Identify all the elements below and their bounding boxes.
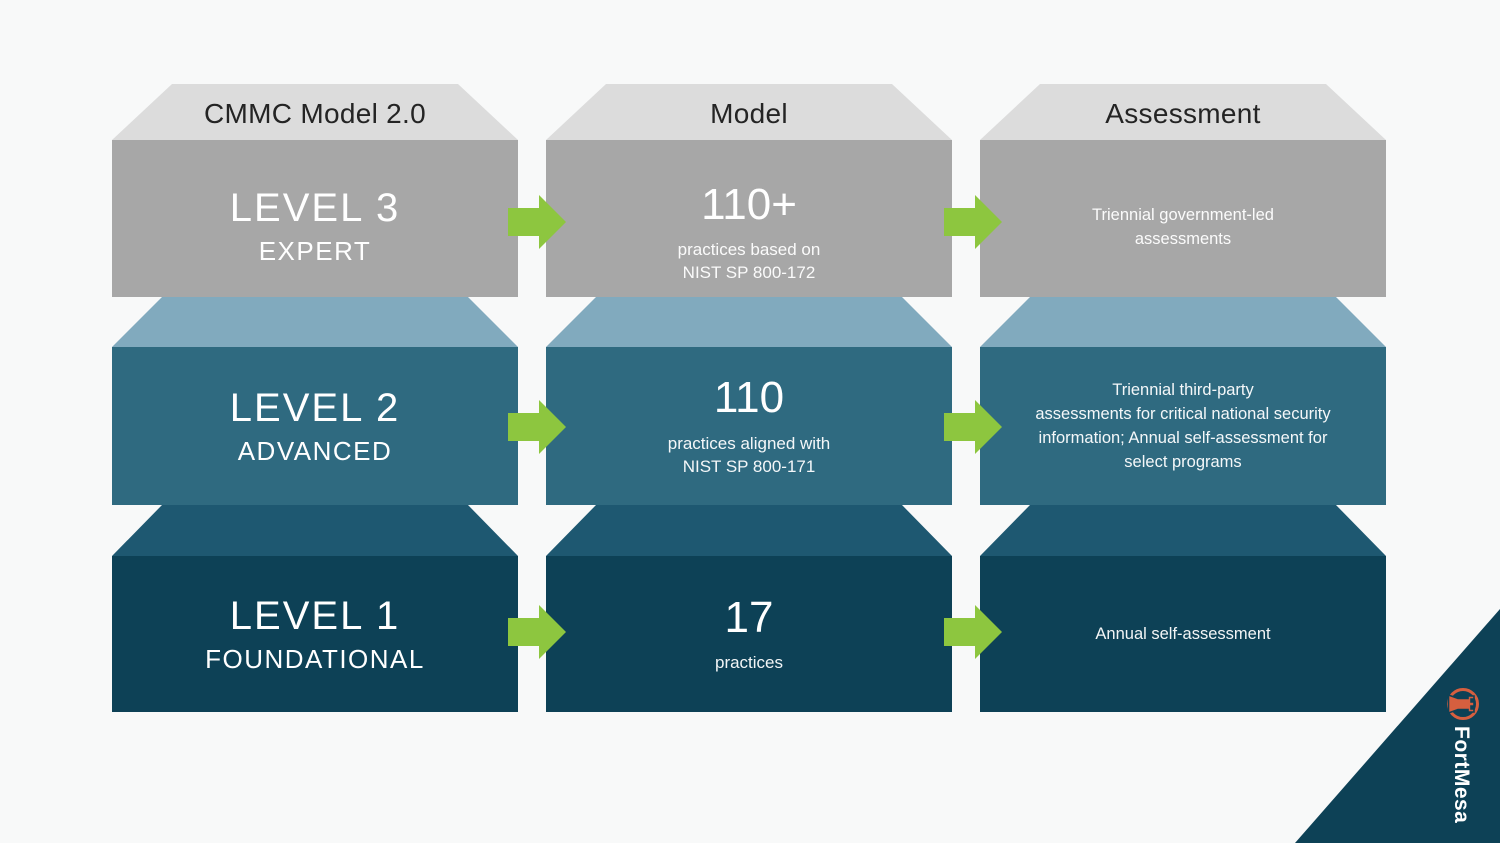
level2-name: LEVEL 2	[229, 386, 401, 430]
level3-practices-desc: practices based on NIST SP 800-172	[677, 240, 821, 283]
level3-practices-count: 110+	[701, 179, 797, 229]
level2-practices-count: 110	[713, 373, 785, 423]
level1-tier: FOUNDATIONAL	[205, 644, 425, 674]
level3-name: LEVEL 3	[229, 185, 401, 230]
level1-box-top	[112, 505, 518, 556]
arrow-right-icon	[944, 605, 1002, 659]
level1-box-top	[980, 505, 1386, 556]
level3-name-box: LEVEL 3 EXPERT	[112, 140, 518, 297]
column-header-label: CMMC Model 2.0	[203, 98, 427, 129]
level2-box-top	[546, 297, 952, 347]
arrow-right-icon	[944, 400, 1002, 454]
column-header-cmmc-model: CMMC Model 2.0	[112, 84, 518, 140]
level1-practices-desc: practices	[714, 653, 784, 673]
brand-name: FortMesa	[1450, 726, 1473, 824]
column-header-label: Model	[710, 98, 788, 129]
level2-tier: ADVANCED	[237, 436, 393, 466]
arrow-right-icon	[944, 195, 1002, 249]
arrow-right-icon	[508, 400, 566, 454]
level3-tier: EXPERT	[258, 235, 372, 266]
fortmesa-logo-icon	[1447, 688, 1479, 720]
level2-name-box: LEVEL 2 ADVANCED	[112, 347, 518, 505]
column-header-assessment: Assessment	[980, 84, 1386, 140]
level2-assessment-text: Triennial third-party assessments for cr…	[1035, 381, 1331, 471]
arrow-right-icon	[508, 195, 566, 249]
level1-name-box: LEVEL 1 FOUNDATIONAL	[112, 556, 518, 712]
level2-practices-desc: practices aligned with NIST SP 800-171	[667, 433, 831, 476]
arrow-right-icon	[508, 605, 566, 659]
level2-box-top	[112, 297, 518, 347]
level2-box-top	[980, 297, 1386, 347]
level1-name: LEVEL 1	[229, 594, 401, 638]
level1-practices-count: 17	[724, 592, 774, 642]
column-header-model: Model	[546, 84, 952, 140]
level1-box-top	[546, 505, 952, 556]
level3-model-box: 110+ practices based on NIST SP 800-172	[546, 140, 952, 297]
level3-assessment-box: Triennial government-led assessments	[980, 140, 1386, 297]
level1-assessment-text: Annual self-assessment	[1095, 625, 1271, 643]
column-header-label: Assessment	[1105, 98, 1261, 129]
level2-assessment-box: Triennial third-party assessments for cr…	[980, 347, 1386, 505]
level1-model-box: 17 practices	[546, 556, 952, 712]
level1-assessment-box: Annual self-assessment	[980, 556, 1386, 712]
level2-model-box: 110 practices aligned with NIST SP 800-1…	[546, 347, 952, 505]
level3-assessment-text: Triennial government-led assessments	[1092, 205, 1274, 248]
